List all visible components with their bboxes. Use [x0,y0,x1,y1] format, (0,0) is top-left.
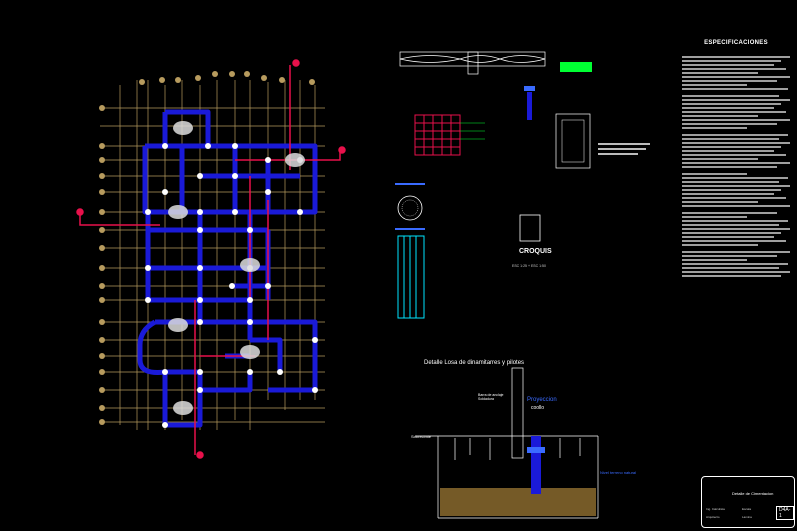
spec-text-line [682,173,747,175]
footing-pads [168,121,305,415]
title-block-title: Detalle de Cimentacion [732,491,774,496]
pile-blue [531,436,541,494]
spec-text-line [682,158,758,160]
spec-text-line [682,224,780,226]
pile-elevation [397,235,425,319]
specifications-panel: ESPECIFICACIONES [682,40,790,279]
spec-text-line [682,154,786,156]
spec-text-line [682,205,790,207]
column-nodes [145,143,318,428]
title-block: Detalle de Cimentacion D4A-1 Ing. Calcul… [701,476,795,528]
spec-text-line [682,56,790,58]
spec-text-line [682,150,774,152]
spec-text-line [682,95,780,97]
spec-text-line [682,138,780,140]
spec-text-line [682,236,774,238]
spec-text-line [682,275,782,277]
spec-text-line [682,166,778,168]
spec-text-line [682,255,778,257]
spec-text-line [682,88,788,90]
spec-text-line [682,212,778,214]
label-right: Nivel terreno natural [600,470,637,475]
label-croquis: CROQUIS [519,248,552,255]
spec-text-line [682,216,747,218]
spec-text-line [682,123,778,125]
spec-text-line [682,60,782,62]
specifications-title: ESPECIFICACIONES [704,40,768,46]
spec-text-line [682,193,774,195]
title-block-field: Escala [742,507,752,511]
title-block-code: D4A-1 [776,506,794,520]
spec-text-line [682,64,774,66]
label-croquis-sub: ESC 1:25 + ESC 1:50 [512,264,546,268]
detail-title: Detalle Losa de dinamitarres y pilotes [424,360,525,366]
top-markers [139,71,315,85]
spec-text-line [682,107,774,109]
spec-text-line [682,189,782,191]
label-column-note: Barra de anclaje Soldadura [478,393,504,401]
foundation-plan [100,80,325,430]
spec-text-line [682,111,786,113]
spec-text-line [682,259,747,261]
spec-text-line [682,201,758,203]
title-block-field: Ing. Calculista [706,507,725,511]
spec-text-line [682,68,786,70]
spec-text-line [682,162,790,164]
spec-text-line [682,142,790,144]
blue-rebar-detail [524,86,535,120]
spec-text-line [682,119,790,121]
spec-text-line [682,271,790,273]
plate-detail [555,113,591,169]
label-ground: Sobrecimie [411,434,432,439]
spec-text-line [682,72,758,74]
label-coollo: coollo [531,405,545,411]
spec-text-line [682,134,788,136]
spec-text-line [682,181,780,183]
spec-text-line [682,76,790,78]
spec-text-line [682,115,758,117]
green-callout [560,62,592,72]
spec-text-line [682,240,786,242]
spec-text-line [682,84,747,86]
title-block-field: Arquitecto [706,515,720,519]
plate-notes [598,143,650,155]
red-pipes [76,59,346,459]
specifications-text [682,56,790,277]
section-detail [415,367,599,519]
spec-text-line [682,103,782,105]
top-beam-detail [399,51,546,75]
spec-text-line [682,80,778,82]
spec-text-line [682,146,782,148]
soil-layer [440,488,596,516]
green-leaders [460,122,485,140]
left-markers [99,105,105,425]
label-proyeccion: Proyeccion [527,397,557,403]
spec-text-line [682,267,780,269]
spec-text-line [682,177,788,179]
spec-text-line [682,99,790,101]
spec-text-line [682,251,790,253]
spec-text-line [682,244,758,246]
spec-text-line [682,263,788,265]
spec-text-line [682,197,786,199]
spec-text-line [682,232,782,234]
spec-text-line [682,220,788,222]
spec-text-line [682,127,747,129]
title-block-field: Lamina [742,515,752,519]
croquis-shape [519,214,541,242]
spec-text-line [682,185,790,187]
grid-axis-markers [99,71,315,425]
pile-section-circle [397,195,423,221]
spec-text-line [682,228,790,230]
column-rebar-detail [414,114,461,156]
